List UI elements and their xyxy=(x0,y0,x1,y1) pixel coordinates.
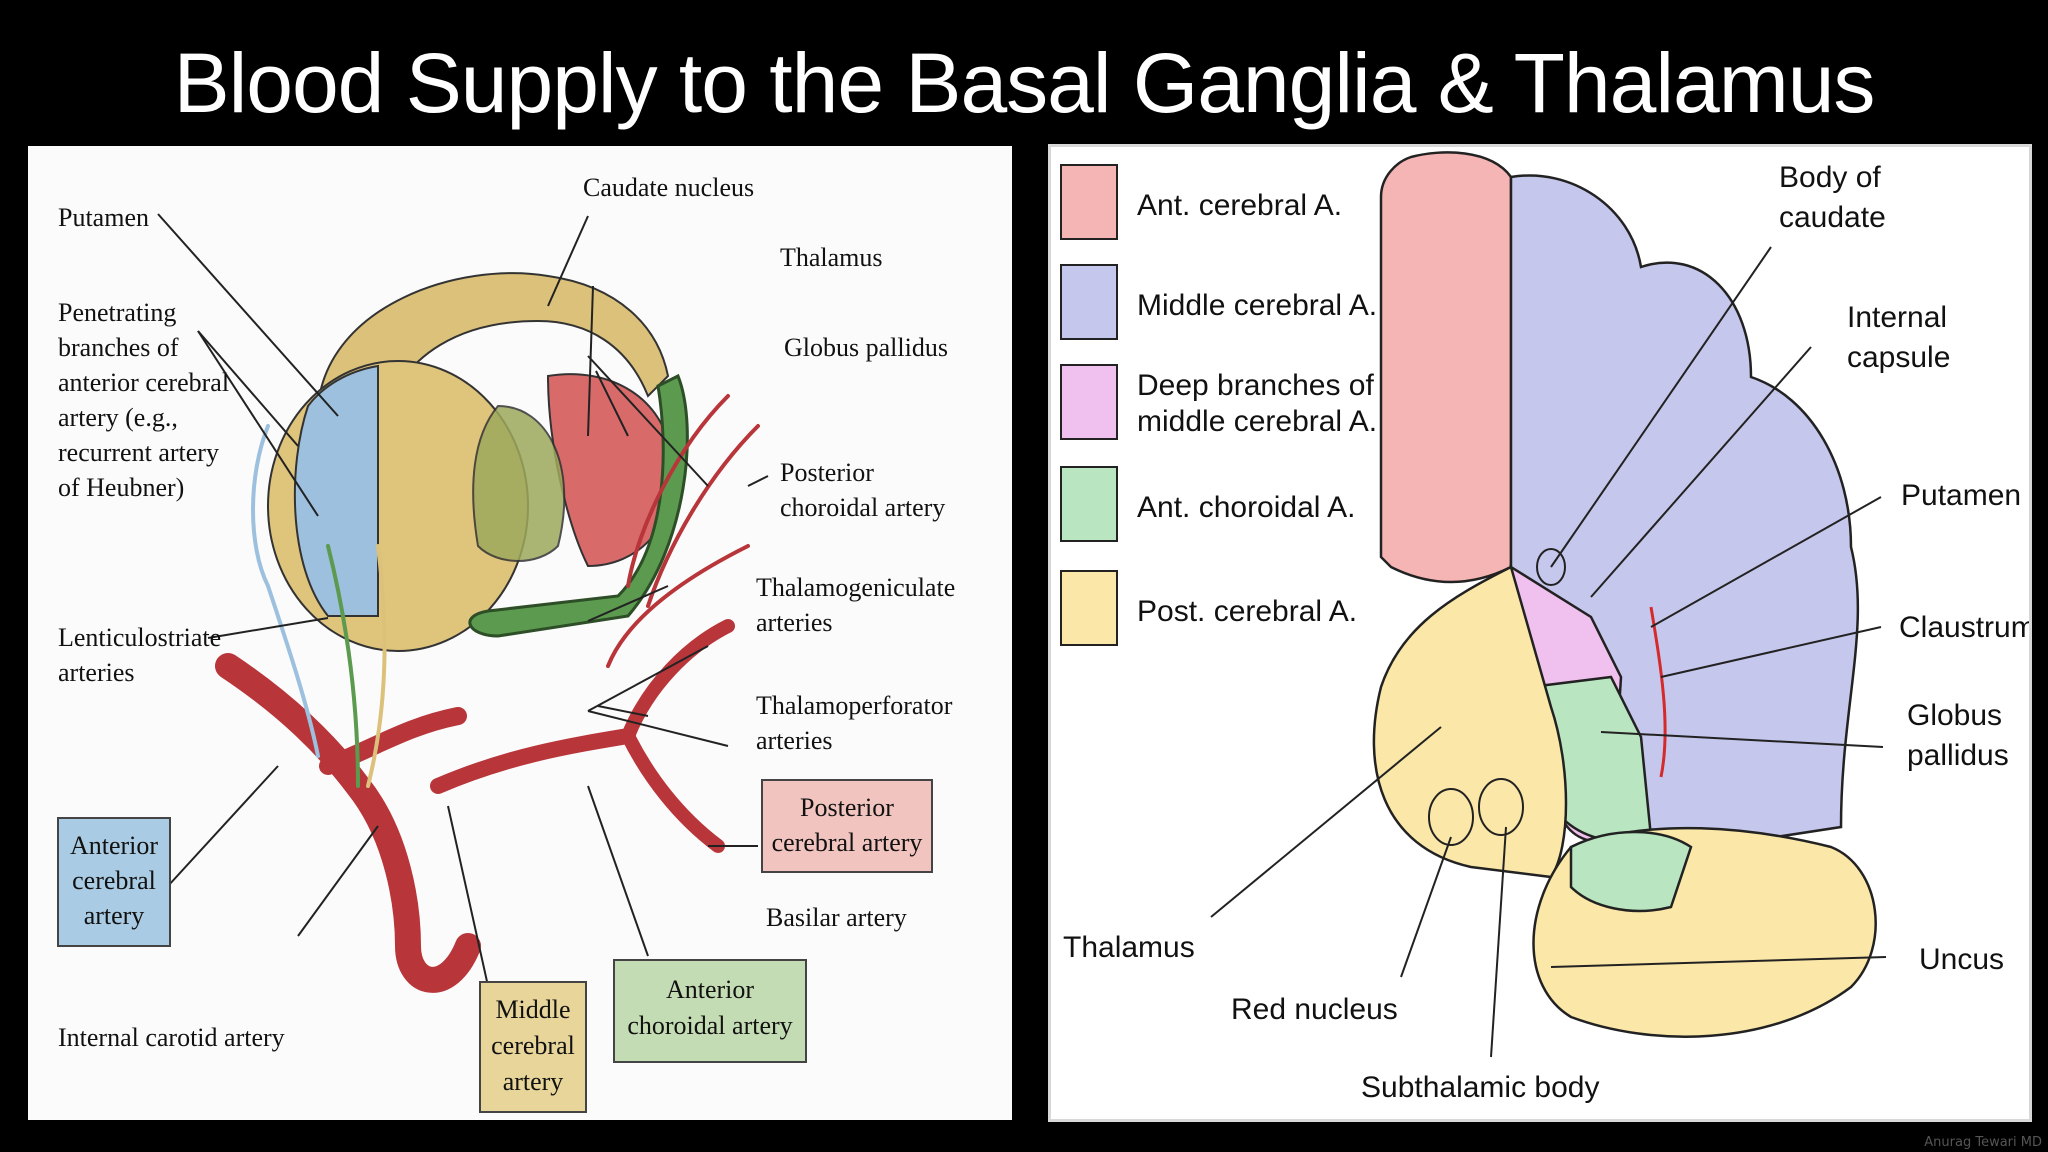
box-anterior-cerebral-artery: Anterior cerebral artery xyxy=(57,817,171,947)
label-uncus: Uncus xyxy=(1919,943,2004,976)
anterior-choroidal-line-1: Anterior xyxy=(666,975,754,1004)
label-internal-capsule: Internal capsule xyxy=(1847,301,1950,374)
legend-item-ant-cerebral: Ant. cerebral A. xyxy=(1060,164,1342,240)
thalamoperforator-line-2: arteries xyxy=(756,726,833,755)
body-of-caudate-line-2: caudate xyxy=(1779,201,1886,234)
right-diagram-panel: Ant. cerebral A. Middle cerebral A. Deep… xyxy=(1048,144,2036,1122)
body-of-caudate-line-1: Body of xyxy=(1779,161,1881,194)
slide-title: Blood Supply to the Basal Ganglia & Thal… xyxy=(173,36,1876,130)
posterior-choroidal-line-2: choroidal artery xyxy=(780,493,945,522)
legend-item-post-cerebral: Post. cerebral A. xyxy=(1060,570,1357,646)
posterior-choroidal-line-1: Posterior xyxy=(780,458,874,487)
label-caudate-nucleus: Caudate nucleus xyxy=(583,173,754,202)
brain-section-regions xyxy=(1372,151,1877,1038)
legend-label-ant-cerebral: Ant. cerebral A. xyxy=(1137,189,1342,222)
legend-item-middle-cerebral: Middle cerebral A. xyxy=(1060,264,1377,340)
internal-capsule-line-2: capsule xyxy=(1847,341,1950,374)
label-thalamoperforator: Thalamoperforator arteries xyxy=(756,691,953,755)
label-posterior-choroidal: Posterior choroidal artery xyxy=(780,458,945,522)
penetrating-line-6: of Heubner) xyxy=(58,473,184,502)
label-basilar-artery: Basilar artery xyxy=(766,903,907,932)
brain-structures xyxy=(267,272,689,652)
middle-cerebral-line-3: artery xyxy=(503,1067,564,1096)
anterior-cerebral-line-2: cerebral xyxy=(72,866,156,895)
legend-label-deep-line-1: Deep branches of xyxy=(1137,369,1374,402)
label-thalamus-left: Thalamus xyxy=(780,243,883,272)
leader-lines xyxy=(157,213,769,987)
box-anterior-choroidal-artery: Anterior choroidal artery xyxy=(613,959,807,1063)
legend-label-post-cerebral: Post. cerebral A. xyxy=(1137,595,1357,628)
coronal-section-vascular-territories: Ant. cerebral A. Middle cerebral A. Deep… xyxy=(1060,151,2036,1104)
label-thalamus-right: Thalamus xyxy=(1063,931,1195,964)
penetrating-line-1: Penetrating xyxy=(58,298,176,327)
label-penetrating-branches: Penetrating branches of anterior cerebra… xyxy=(58,298,229,502)
internal-capsule-line-1: Internal xyxy=(1847,301,1947,334)
legend-label-deep-line-2: middle cerebral A. xyxy=(1137,405,1377,438)
nuclei-outlines xyxy=(1428,548,1566,846)
posterior-cerebral-line-2: cerebral artery xyxy=(772,828,923,857)
lenticulostriate-line-1: Lenticulostriate xyxy=(58,623,221,652)
anterior-choroidal-line-2: choroidal artery xyxy=(627,1011,792,1040)
label-internal-carotid: Internal carotid artery xyxy=(58,1023,285,1052)
globus-pallidus-line-1: Globus xyxy=(1907,699,2002,732)
penetrating-line-5: recurrent artery xyxy=(58,438,219,467)
label-body-of-caudate: Body of caudate xyxy=(1779,161,1886,234)
arteries xyxy=(215,394,760,993)
penetrating-line-2: branches of xyxy=(58,333,179,362)
middle-cerebral-line-2: cerebral xyxy=(491,1031,575,1060)
legend-label-ant-choroidal: Ant. choroidal A. xyxy=(1137,491,1355,524)
author-credit: Anurag Tewari MD xyxy=(1924,1135,2042,1150)
thalamoperforator-line-1: Thalamoperforator xyxy=(756,691,953,720)
legend-item-ant-choroidal: Ant. choroidal A. xyxy=(1060,466,1355,542)
penetrating-line-3: anterior cerebral xyxy=(58,368,229,397)
label-lenticulostriate: Lenticulostriate arteries xyxy=(58,623,221,687)
label-putamen-left: Putamen xyxy=(58,203,149,232)
legend-label-middle-cerebral: Middle cerebral A. xyxy=(1137,289,1377,322)
penetrating-line-4: artery (e.g., xyxy=(58,403,178,432)
label-thalamogeniculate: Thalamogeniculate arteries xyxy=(756,573,955,637)
left-diagram-panel: Caudate nucleus Putamen Thalamus Globus … xyxy=(28,146,1012,1120)
leader-lines-right xyxy=(1210,246,1887,1058)
label-red-nucleus: Red nucleus xyxy=(1231,993,1398,1026)
basal-ganglia-arterial-illustration: Caudate nucleus Putamen Thalamus Globus … xyxy=(57,173,955,1113)
thalamogeniculate-line-2: arteries xyxy=(756,608,833,637)
claustrum-line xyxy=(1649,606,1667,778)
anterior-cerebral-line-3: artery xyxy=(84,901,145,930)
box-posterior-cerebral-artery: Posterior cerebral artery xyxy=(761,779,933,873)
legend-item-deep-branches: Deep branches of middle cerebral A. xyxy=(1060,364,1377,440)
thalamogeniculate-line-1: Thalamogeniculate xyxy=(756,573,955,602)
middle-cerebral-line-1: Middle xyxy=(495,995,570,1024)
label-claustrum: Claustrum xyxy=(1899,611,2029,644)
legend: Ant. cerebral A. Middle cerebral A. Deep… xyxy=(1060,164,1377,646)
lenticulostriate-line-2: arteries xyxy=(58,658,135,687)
label-globus-pallidus-left: Globus pallidus xyxy=(784,333,948,362)
globus-pallidus-line-2: pallidus xyxy=(1907,739,2009,772)
label-putamen-right: Putamen xyxy=(1901,479,2021,512)
posterior-cerebral-line-1: Posterior xyxy=(800,793,894,822)
label-subthalamic-body: Subthalamic body xyxy=(1361,1071,1599,1104)
anterior-cerebral-line-1: Anterior xyxy=(70,831,158,860)
box-middle-cerebral-artery: Middle cerebral artery xyxy=(479,981,587,1113)
label-globus-pallidus-right: Globus pallidus xyxy=(1907,699,2009,772)
